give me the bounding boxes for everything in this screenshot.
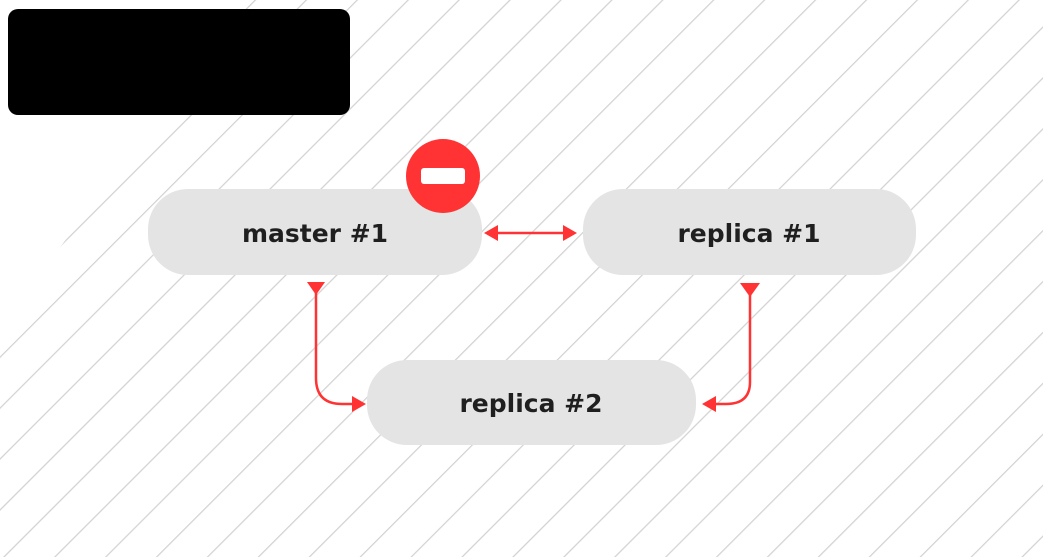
node-label: replica #2 [459, 389, 602, 418]
no-entry-icon [406, 139, 480, 213]
arrowheads [307, 225, 760, 412]
node-label: master #1 [242, 219, 388, 248]
node-master-1[interactable]: master #1 [148, 189, 482, 275]
arrowhead-into-replica2-left [352, 396, 366, 412]
node-label: replica #1 [677, 219, 820, 248]
node-replica-2[interactable]: replica #2 [367, 360, 696, 445]
node-replica-1[interactable]: replica #1 [583, 189, 916, 275]
arrowhead-master-down [307, 282, 325, 295]
node-box [148, 189, 482, 275]
arrowhead-replica1-down [740, 283, 760, 297]
arrowhead-right [563, 225, 577, 241]
arrowhead-into-replica2-right [702, 396, 716, 412]
node-box [583, 189, 916, 275]
edge-master-replica2 [314, 288, 356, 406]
redacted-block [8, 9, 350, 115]
connectors [314, 231, 752, 406]
node-box [367, 360, 696, 445]
edge-replica1-replica2 [716, 290, 752, 406]
arrowhead-left [484, 225, 498, 241]
